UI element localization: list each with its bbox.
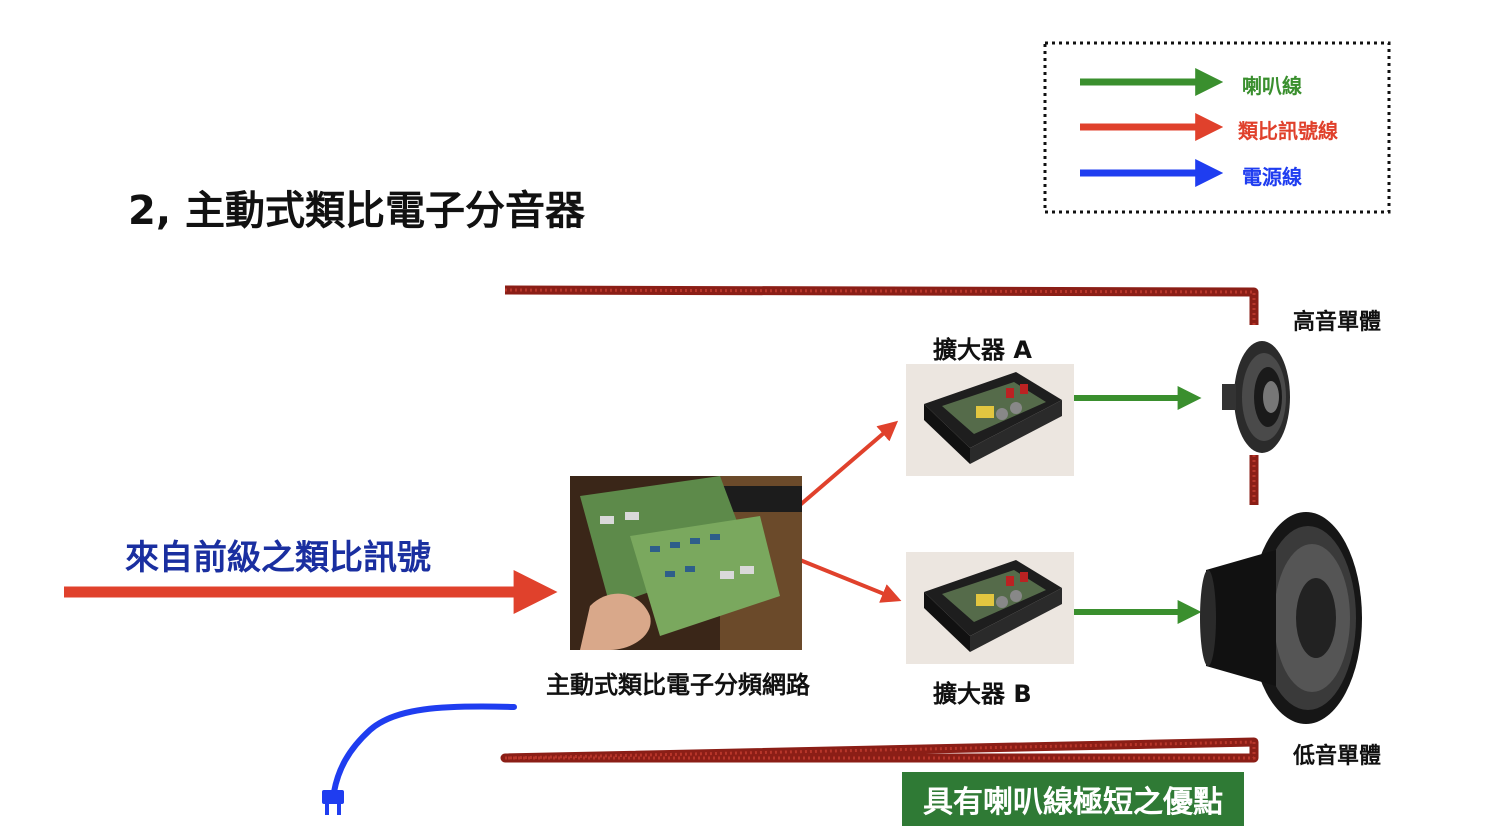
signal-arrow-to-amp-a bbox=[798, 420, 899, 507]
amp-a-label: 擴大器 A bbox=[933, 336, 1032, 364]
signal-arrow-to-amp-b bbox=[799, 558, 902, 603]
power-cable bbox=[331, 703, 517, 795]
legend-box bbox=[1043, 41, 1391, 214]
woofer-label: 低音單體 bbox=[1293, 744, 1382, 769]
legend-label-speaker-wire: 喇叭線 bbox=[1242, 74, 1302, 98]
tweeter-label: 高音單體 bbox=[1293, 310, 1382, 335]
legend-label-analog-signal: 類比訊號線 bbox=[1238, 119, 1338, 143]
woofer-photo bbox=[1196, 510, 1364, 726]
advantage-banner: 具有喇叭線極短之優點 bbox=[902, 772, 1244, 826]
amp-a-photo bbox=[906, 364, 1074, 476]
input-signal-label: 來自前級之類比訊號 bbox=[125, 538, 431, 578]
crossover-photo bbox=[570, 476, 802, 650]
amp-b-label: 擴大器 B bbox=[933, 680, 1032, 708]
enclosure-border-texture bbox=[504, 288, 1256, 760]
crossover-label: 主動式類比電子分頻網路 bbox=[546, 671, 810, 699]
amp-b-photo bbox=[906, 552, 1074, 664]
power-plug-icon bbox=[322, 790, 344, 815]
page-title: 2, 主動式類比電子分音器 bbox=[128, 188, 585, 234]
tweeter-photo bbox=[1218, 338, 1292, 456]
legend-label-power-cable: 電源線 bbox=[1242, 165, 1302, 189]
